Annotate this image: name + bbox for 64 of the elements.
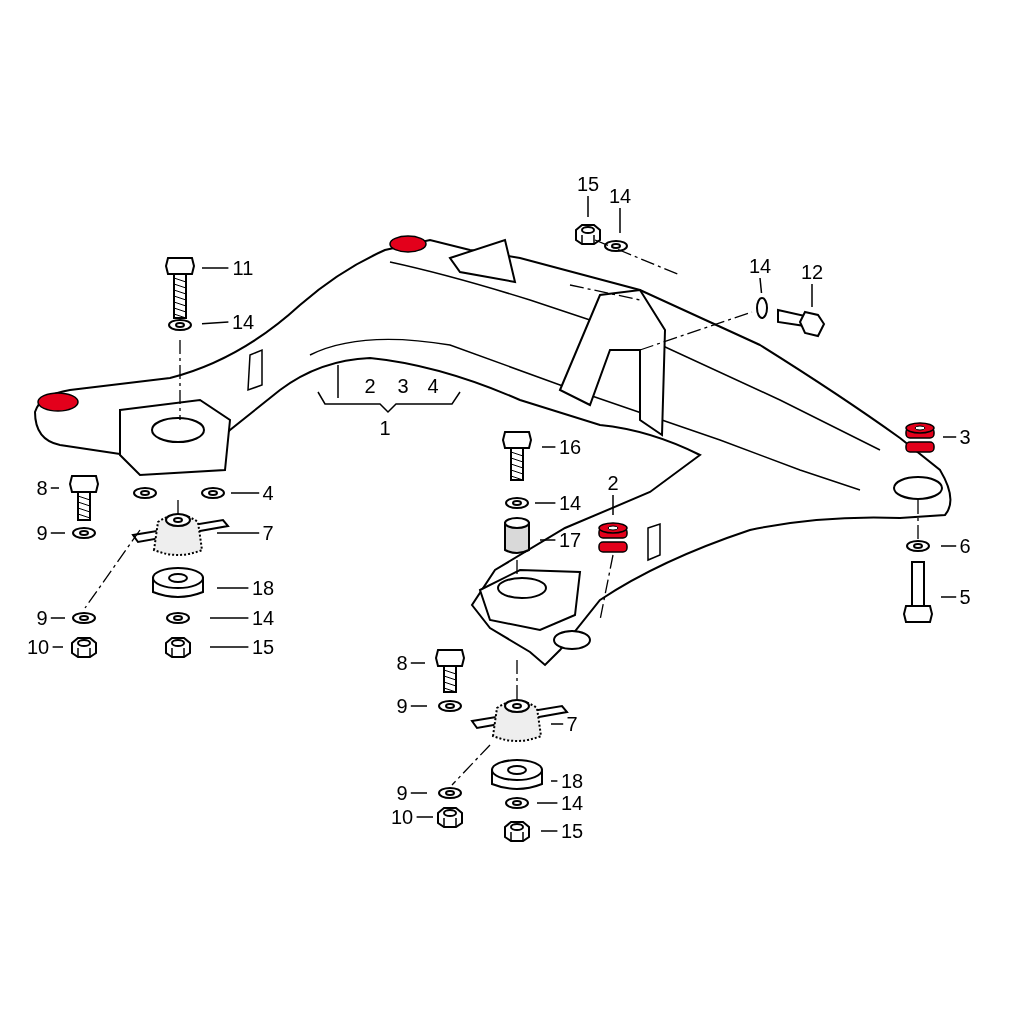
leader-line bbox=[50, 532, 66, 534]
leader-line bbox=[50, 617, 66, 619]
callout-number: 9 bbox=[396, 695, 408, 717]
callout-number: 15 bbox=[251, 636, 275, 658]
callout-number: 2 bbox=[364, 375, 376, 397]
callout-number: 4 bbox=[427, 375, 439, 397]
callout-number: 14 bbox=[231, 311, 255, 333]
callout-number: 14 bbox=[558, 492, 582, 514]
leader-line bbox=[536, 802, 559, 804]
callout-number: 11 bbox=[232, 257, 254, 279]
leader-line bbox=[216, 532, 260, 534]
leader-line bbox=[942, 436, 957, 438]
leader-line bbox=[612, 494, 614, 516]
leader-line bbox=[216, 587, 250, 589]
callout-number: 10 bbox=[390, 806, 414, 828]
leader-line bbox=[201, 267, 230, 269]
leader-line bbox=[50, 487, 60, 489]
leader-line bbox=[201, 321, 230, 325]
leader-line bbox=[541, 446, 557, 448]
callout-number: 10 bbox=[26, 636, 50, 658]
leader-line bbox=[540, 830, 559, 832]
leader-line bbox=[940, 596, 957, 598]
callout-number: 6 bbox=[959, 535, 971, 557]
callout-number: 8 bbox=[396, 652, 408, 674]
leader-line bbox=[550, 780, 559, 782]
leader-line bbox=[587, 195, 589, 218]
leader-line bbox=[811, 283, 813, 308]
callout-number: 4 bbox=[262, 482, 274, 504]
callout-number: 16 bbox=[558, 436, 582, 458]
leader-line bbox=[410, 792, 428, 794]
leader-line bbox=[209, 646, 250, 648]
callout-number: 15 bbox=[560, 820, 584, 842]
callout-number: 14 bbox=[560, 792, 584, 814]
leader-line bbox=[539, 539, 557, 541]
leader-line bbox=[209, 617, 250, 619]
callout-number: 8 bbox=[36, 477, 48, 499]
leader-line bbox=[619, 207, 621, 234]
leader-line bbox=[230, 492, 260, 494]
callout-number: 14 bbox=[251, 607, 275, 629]
callout-number: 9 bbox=[36, 522, 48, 544]
callout-number: 17 bbox=[558, 529, 582, 551]
callout-number: 9 bbox=[396, 782, 408, 804]
leader-line bbox=[550, 723, 564, 725]
callout-number: 18 bbox=[560, 770, 584, 792]
callout-number: 12 bbox=[800, 261, 824, 283]
callout-number: 14 bbox=[608, 185, 632, 207]
callout-number: 14 bbox=[748, 255, 772, 277]
leader-line bbox=[51, 646, 64, 648]
leader-line bbox=[940, 545, 957, 547]
callout-number: 18 bbox=[251, 577, 275, 599]
callout-number: 7 bbox=[262, 522, 274, 544]
callout-number: 7 bbox=[566, 713, 578, 735]
callout-number: 2 bbox=[607, 472, 619, 494]
leader-line bbox=[534, 502, 557, 504]
leader-line bbox=[410, 705, 428, 707]
leader-line bbox=[410, 662, 426, 664]
callout-number: 1 bbox=[379, 417, 391, 439]
callout-number: 3 bbox=[397, 375, 409, 397]
callout-number: 3 bbox=[959, 426, 971, 448]
callout-number: 5 bbox=[959, 586, 971, 608]
leader-line bbox=[759, 277, 763, 294]
callout-number: 9 bbox=[36, 607, 48, 629]
leader-line bbox=[415, 816, 434, 818]
callout-number: 15 bbox=[576, 173, 600, 195]
